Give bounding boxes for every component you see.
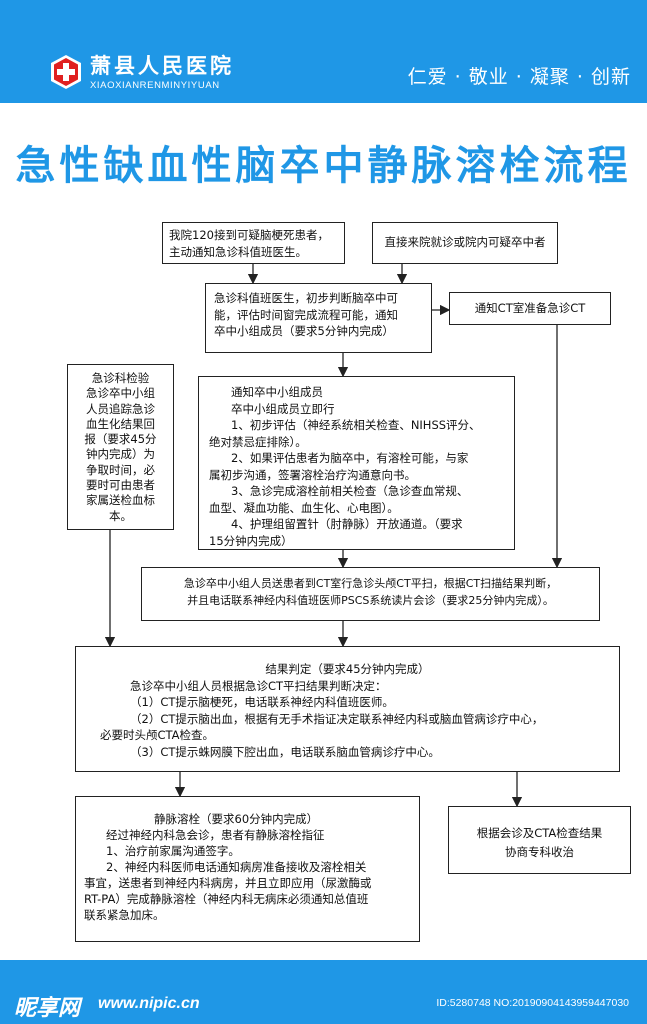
box-line: 急诊科值班医生，初步判断脑卒中可: [214, 291, 398, 305]
box-line: 主动通知急诊科值班医生。: [169, 244, 307, 259]
box-line: 经过神经内科急会诊，患者有静脉溶栓指征: [106, 828, 325, 842]
box-line: （2）CT提示脑出血，根据有无手术指证决定联系神经内科或脑血管病诊疗中心，: [130, 711, 544, 726]
page-title: 急性缺血性脑卒中静脉溶栓流程: [15, 143, 632, 189]
box-line: 协商专科收治: [505, 845, 574, 859]
red-cross-icon: [51, 55, 81, 89]
box-line: 本。: [109, 508, 132, 523]
box-120-notify: 我院120接到可疑脑梗死患者， 主动通知急诊科值班医生。: [162, 222, 345, 264]
box-line: 事宜，送患者到神经内科病房，并且立即应用（尿激酶或: [84, 876, 372, 890]
box-line: 并且电话联系神经内科值班医师PSCS系统读片会诊（要求25分钟内完成）。: [187, 593, 554, 607]
box-line: 家属送检血标: [86, 493, 155, 508]
site-logo: 昵享网: [14, 996, 81, 1021]
box-line: 急诊科检验: [91, 371, 150, 385]
footer-banner: [0, 960, 647, 1024]
box-line: 通知CT室准备急诊CT: [474, 301, 586, 315]
box-line: 属初步沟通，签署溶栓治疗沟通意向书。: [209, 467, 416, 482]
box-line: （1）CT提示脑梗死，电话联系神经内科值班医师。: [130, 695, 394, 709]
box-stroke-team: 通知卒中小组成员 卒中小组成员立即行 1、初步评估（神经系统相关检查、NIHSS…: [198, 376, 515, 550]
box-er-doctor: 急诊科值班医生，初步判断脑卒中可 能，评估时间窗完成流程可能，通知 卒中小组成员…: [205, 283, 432, 353]
box-line: （3）CT提示蛛网膜下腔出血，电话联系脑血管病诊疗中心。: [130, 744, 440, 759]
box-line: 急诊卒中小组: [86, 386, 155, 401]
box-line: 3、急诊完成溶栓前相关检查（急诊查血常规、: [231, 484, 469, 498]
box-line: 1、治疗前家属沟通签字。: [106, 844, 240, 858]
box-line: 1、初步评估（神经系统相关检查、NIHSS评分、: [231, 418, 481, 432]
box-walkin: 直接来院就诊或院内可疑卒中者: [372, 222, 558, 264]
box-thrombolysis: 静脉溶栓（要求60分钟内完成） 经过神经内科急会诊，患者有静脉溶栓指征 1、治疗…: [75, 796, 420, 942]
box-line: 4、护理组留置针（肘静脉）开放通道。（要求: [231, 517, 463, 531]
box-line: 结果判定（要求45分钟内完成）: [265, 662, 430, 676]
box-result: 结果判定（要求45分钟内完成） 急诊卒中小组人员根据急诊CT平扫结果判断决定： …: [75, 646, 620, 772]
box-line: 2、神经内科医师电话通知病房准备接收及溶栓相关: [106, 860, 367, 874]
box-line: 2、如果评估患者为脑卒中，有溶栓可能，与家: [231, 451, 469, 465]
box-line: 我院120接到可疑脑梗死患者，: [169, 228, 329, 242]
box-line: 钟内完成）为: [86, 447, 155, 462]
hospital-slogan: 仁爱 · 敬业 · 凝聚 · 创新: [407, 66, 631, 88]
hospital-pinyin: XIAOXIANRENMINYIYUAN: [90, 80, 220, 91]
box-lab: 急诊科检验 急诊卒中小组 人员追踪急诊 血生化结果回 报（要求45分 钟内完成）…: [67, 364, 174, 530]
box-line: 通知卒中小组成员: [231, 385, 323, 399]
box-line: 要时可由患者: [86, 478, 155, 493]
header-banner: [0, 0, 647, 103]
box-line: 急诊卒中小组人员根据急诊CT平扫结果判断决定：: [130, 678, 387, 693]
hospital-name: 萧县人民医院: [90, 53, 234, 78]
box-line: RT-PA）完成静脉溶栓（神经内科无病床必须通知总值班: [84, 892, 369, 906]
box-line: 联系紧急加床。: [84, 908, 165, 922]
box-line: 绝对禁忌症排除）。: [209, 434, 307, 449]
box-line: 争取时间，必: [86, 462, 155, 477]
box-line: 急诊卒中小组人员送患者到CT室行急诊头颅CT平扫，根据CT扫描结果判断，: [183, 577, 558, 590]
box-line: 血生化结果回: [86, 416, 155, 431]
box-ct-scan: 急诊卒中小组人员送患者到CT室行急诊头颅CT平扫，根据CT扫描结果判断， 并且电…: [141, 567, 600, 621]
box-line: 根据会诊及CTA检查结果: [476, 826, 603, 840]
site-url: www.nipic.cn: [98, 995, 200, 1012]
box-line: 必要时头颅CTA检查。: [100, 728, 215, 742]
box-line: 血型、凝血功能、血生化、心电图）。: [209, 500, 399, 515]
box-line: 卒中小组成员立即行: [231, 401, 335, 416]
box-line: 人员追踪急诊: [86, 401, 155, 416]
box-line: 静脉溶栓（要求60分钟内完成）: [154, 812, 319, 826]
box-ct-notice: 通知CT室准备急诊CT: [449, 292, 611, 325]
image-id: ID:5280748 NO:20190904143959447030: [436, 997, 629, 1009]
box-line: 15分钟内完成）: [209, 533, 293, 548]
box-line: 报（要求45分: [84, 432, 157, 447]
box-cta: 根据会诊及CTA检查结果 协商专科收治: [448, 806, 631, 874]
box-line: 卒中小组成员（要求5分钟内完成）: [214, 324, 394, 338]
box-line: 能，评估时间窗完成流程可能，通知: [214, 307, 398, 322]
box-line: 直接来院就诊或院内可疑卒中者: [384, 235, 546, 249]
